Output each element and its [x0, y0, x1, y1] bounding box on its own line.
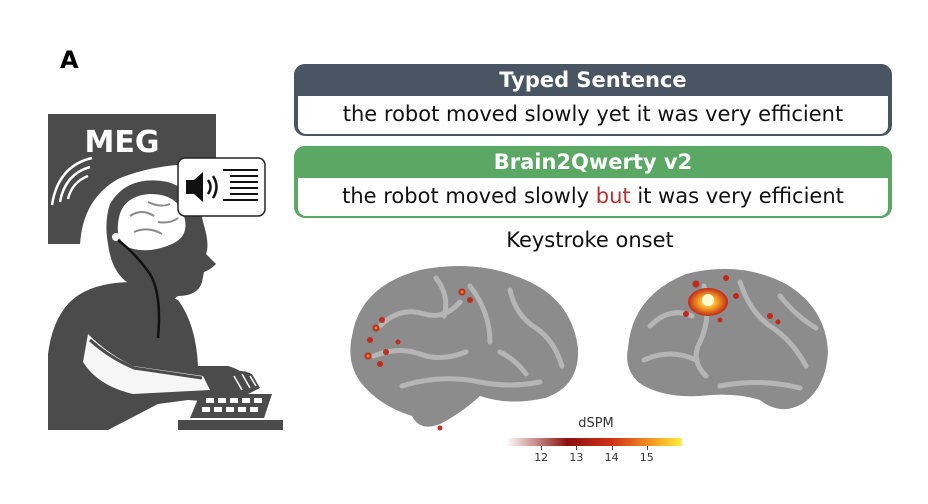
- colorbar-tick-label: 12: [534, 451, 549, 464]
- prediction-title: Brain2Qwerty v2: [294, 146, 892, 178]
- arm: [83, 334, 210, 394]
- colorbar-tick-label: 15: [639, 451, 654, 464]
- colorbar-tick-label: 13: [569, 451, 584, 464]
- prediction-error-word: but: [595, 184, 631, 208]
- colorbar-tick: [646, 446, 648, 450]
- desk: [178, 420, 283, 430]
- torso: [48, 282, 248, 430]
- colorbar-tick: [541, 446, 543, 450]
- colorbar-ticks: 12 13 14 15: [506, 446, 682, 466]
- left-hemisphere: [350, 266, 579, 431]
- typed-sentence-title: Typed Sentence: [294, 64, 892, 96]
- meg-dewar: [48, 114, 216, 244]
- typed-sentence-box: Typed Sentence the robot moved slowly ye…: [294, 64, 892, 136]
- brain-surfaces: [350, 266, 828, 431]
- colorbar-tick: [611, 446, 613, 450]
- brain-icon: [117, 194, 186, 251]
- colorbar-tick-label: 14: [604, 451, 619, 464]
- prediction-box: Brain2Qwerty v2 the robot moved slowly b…: [294, 146, 892, 218]
- panel-letter: A: [60, 46, 79, 74]
- text-lines-icon: [223, 169, 258, 201]
- stimulus-box: [177, 157, 266, 217]
- prediction-text-before: the robot moved slowly: [342, 184, 596, 208]
- keyboard-icon: [190, 394, 272, 418]
- speaker-icon: [186, 172, 218, 202]
- brain-map-title: Keystroke onset: [506, 228, 674, 252]
- prediction-text-after: it was very efficient: [630, 184, 844, 208]
- colorbar-label: dSPM: [578, 416, 614, 431]
- meg-label: MEG: [85, 125, 160, 160]
- meg-illustration: MEG: [48, 114, 283, 430]
- colorbar: [506, 438, 682, 446]
- earphone-cable: [117, 239, 161, 339]
- typed-sentence-text: the robot moved slowly yet it was very e…: [298, 96, 888, 134]
- right-hemisphere: [627, 268, 828, 410]
- prediction-text: the robot moved slowly but it was very e…: [298, 178, 888, 216]
- colorbar-tick: [576, 446, 578, 450]
- sensor-arcs-icon: [50, 156, 93, 206]
